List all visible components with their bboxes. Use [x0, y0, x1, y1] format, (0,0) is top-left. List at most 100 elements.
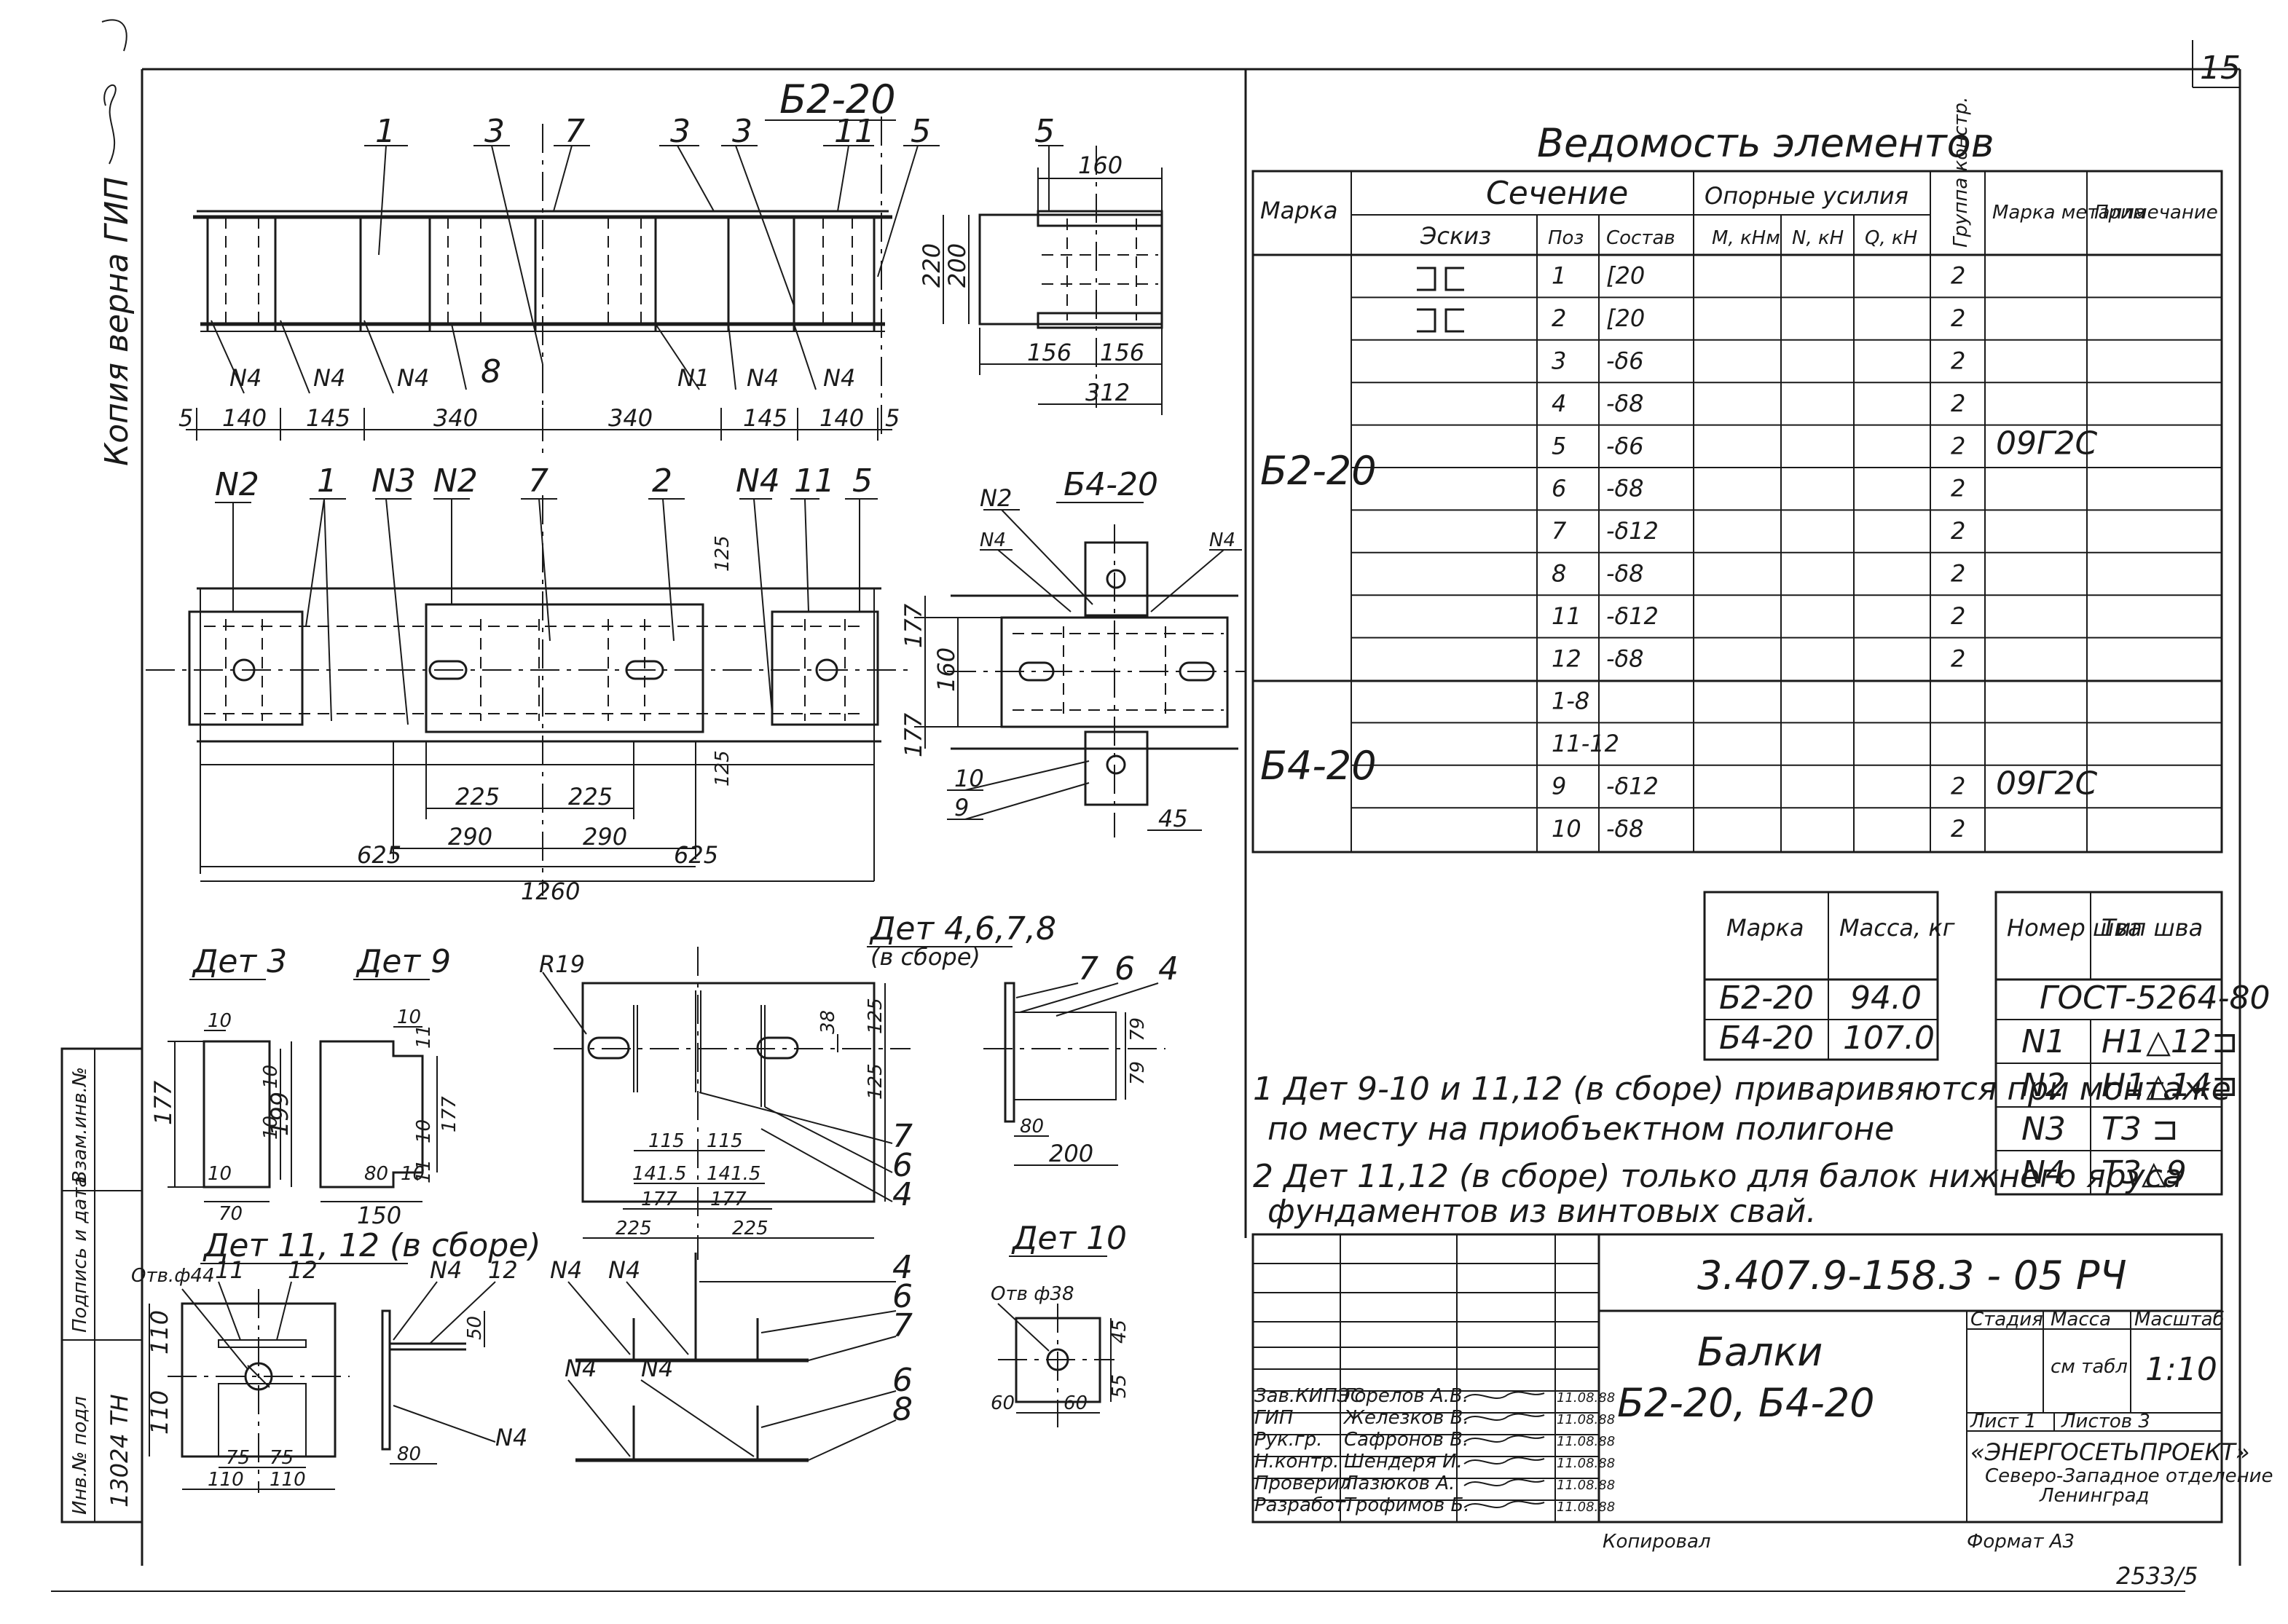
- vedomost-sostav: -δ6: [1606, 432, 1643, 460]
- det4678-dim: 225: [616, 1218, 652, 1239]
- person-name: Горелов А.В.: [1344, 1385, 1469, 1407]
- b4-label: 45: [1158, 805, 1188, 832]
- drawing-name: Балки: [1697, 1329, 1823, 1375]
- vedomost-pos: 12: [1552, 645, 1581, 672]
- weld-label: N4: [397, 364, 429, 392]
- det10-dim: 55: [1109, 1374, 1131, 1398]
- top-callout-5: 5: [911, 113, 931, 150]
- person-role: Зав.КИПЭС: [1254, 1385, 1364, 1407]
- vedomost-h-n: N, кН: [1792, 227, 1844, 249]
- det9-dim: 10: [413, 1119, 435, 1143]
- side-section: [943, 145, 1163, 415]
- sheets-label: Листов 3: [2061, 1411, 2150, 1432]
- weld-number: N3: [2021, 1111, 2066, 1148]
- det10-dim: 45: [1109, 1320, 1131, 1344]
- det1112-dim: 110: [146, 1310, 173, 1355]
- weld-label: N4: [823, 364, 855, 392]
- vedomost-h-metal: Марка металла: [1992, 202, 2146, 224]
- person-name: Лазюков А.: [1343, 1473, 1455, 1494]
- vedomost-group: 2: [1951, 815, 1965, 843]
- det10-dim: 60: [1064, 1392, 1088, 1414]
- vedomost-h-q: Q, кН: [1865, 227, 1917, 249]
- vedomost-pos: 1: [1552, 262, 1566, 290]
- person-name: Сафронов В.: [1344, 1429, 1469, 1451]
- weld-h-num: Номер шва: [2007, 914, 2142, 942]
- scale-header: Масштаб: [2134, 1309, 2225, 1331]
- top-dim: 5: [885, 404, 900, 432]
- weld-label: N4: [747, 364, 779, 392]
- top-callout-11: 11: [834, 113, 875, 150]
- plan-dim: 1260: [521, 878, 580, 905]
- det4678-dim: 141.5: [632, 1163, 686, 1185]
- person-date: 11.08.88: [1557, 1412, 1615, 1427]
- top-dim: 140: [819, 404, 864, 432]
- vedomost-pos: 2: [1552, 304, 1566, 332]
- section-label: 6: [892, 1362, 913, 1399]
- vedomost-grid: [1251, 170, 2223, 854]
- note-line: фундаментов из винтовых свай.: [1267, 1193, 1817, 1230]
- sheet-number: 15: [2200, 50, 2241, 87]
- det4678-dim: 141.5: [707, 1163, 760, 1185]
- det4678-dim: 177: [641, 1189, 677, 1210]
- side-dim: 200: [1049, 1140, 1093, 1167]
- side-dim: 79: [1127, 1017, 1149, 1041]
- det4678-dim: 115: [707, 1130, 743, 1152]
- vedomost-group: 2: [1951, 304, 1965, 332]
- b2-plan: [146, 495, 911, 896]
- person-date: 11.08.88: [1557, 1499, 1615, 1515]
- det9-dim: 177: [439, 1096, 460, 1132]
- inventory-number: 13024 ТН: [106, 1394, 133, 1507]
- vedomost-sostav: -δ8: [1606, 390, 1643, 417]
- det1112-title: Дет 11, 12 (в сборе): [203, 1227, 541, 1264]
- plan-callout: 2: [652, 462, 672, 500]
- b4-label: 177: [900, 603, 927, 648]
- top-callout-1: 1: [375, 113, 396, 150]
- mass-value: 107.0: [1843, 1020, 1935, 1057]
- det9-dim: 199: [266, 1092, 294, 1136]
- mass-mark: Б4-20: [1719, 1020, 1814, 1057]
- mass-mark: Б2-20: [1719, 979, 1814, 1017]
- vedomost-group: 2: [1951, 262, 1965, 290]
- b4-label: N4: [1209, 529, 1235, 551]
- det9-dim: 11: [413, 1159, 435, 1183]
- det1112-dim: 110: [208, 1469, 244, 1491]
- side-label-sign: Подпись и дата: [69, 1176, 91, 1333]
- vedomost-pos: 1-8: [1552, 687, 1589, 715]
- top-dim: 140: [222, 404, 267, 432]
- note-line: по месту на приобъектном полигоне: [1267, 1111, 1894, 1148]
- vedomost-group: 2: [1951, 645, 1965, 672]
- det10-dim: 60: [991, 1392, 1015, 1414]
- vedomost-sostav: -δ12: [1606, 517, 1659, 545]
- vedomost-group: 2: [1951, 390, 1965, 417]
- top-dim: 145: [306, 404, 350, 432]
- person-role: ГИП: [1254, 1407, 1294, 1429]
- plan-callout: 7: [528, 462, 549, 500]
- det4678-dim: 125: [865, 998, 886, 1034]
- section-label: 8: [892, 1391, 913, 1428]
- b4-label: 177: [900, 712, 927, 757]
- vedomost-sostav: [20: [1606, 262, 1645, 290]
- person-role: Проверил: [1254, 1473, 1351, 1494]
- det4678-title: Дет 4,6,7,8: [869, 910, 1056, 947]
- det4678-dim: 177: [710, 1189, 747, 1210]
- vedomost-h-pos: Поз: [1548, 227, 1584, 249]
- top-dim: 145: [743, 404, 787, 432]
- weld-number: N1: [2021, 1023, 2066, 1060]
- vedomost-metal: 09Г2С: [1996, 425, 2097, 462]
- weld-h-type: Тип шва: [2102, 914, 2203, 942]
- vedomost-pos: 8: [1552, 560, 1566, 588]
- mass-h-mass: Масса, кг: [1839, 914, 1955, 942]
- org-division: Северо-Западное отделение: [1985, 1465, 2273, 1487]
- person-name: Шендеря И.: [1344, 1451, 1463, 1473]
- vedomost-pos: 9: [1552, 773, 1566, 800]
- weld-number: N4: [2021, 1154, 2066, 1191]
- side-label-vzam: Взам.инв.№: [69, 1067, 91, 1183]
- signature: [1463, 1500, 1545, 1508]
- b4-label: 10: [954, 765, 984, 792]
- vedomost-group: 2: [1951, 347, 1965, 375]
- mass-value-cell: см табл: [2051, 1356, 2128, 1378]
- top-callout-3b: 3: [670, 113, 691, 150]
- det-section: [567, 1253, 897, 1462]
- side-callout: 4: [1158, 950, 1179, 988]
